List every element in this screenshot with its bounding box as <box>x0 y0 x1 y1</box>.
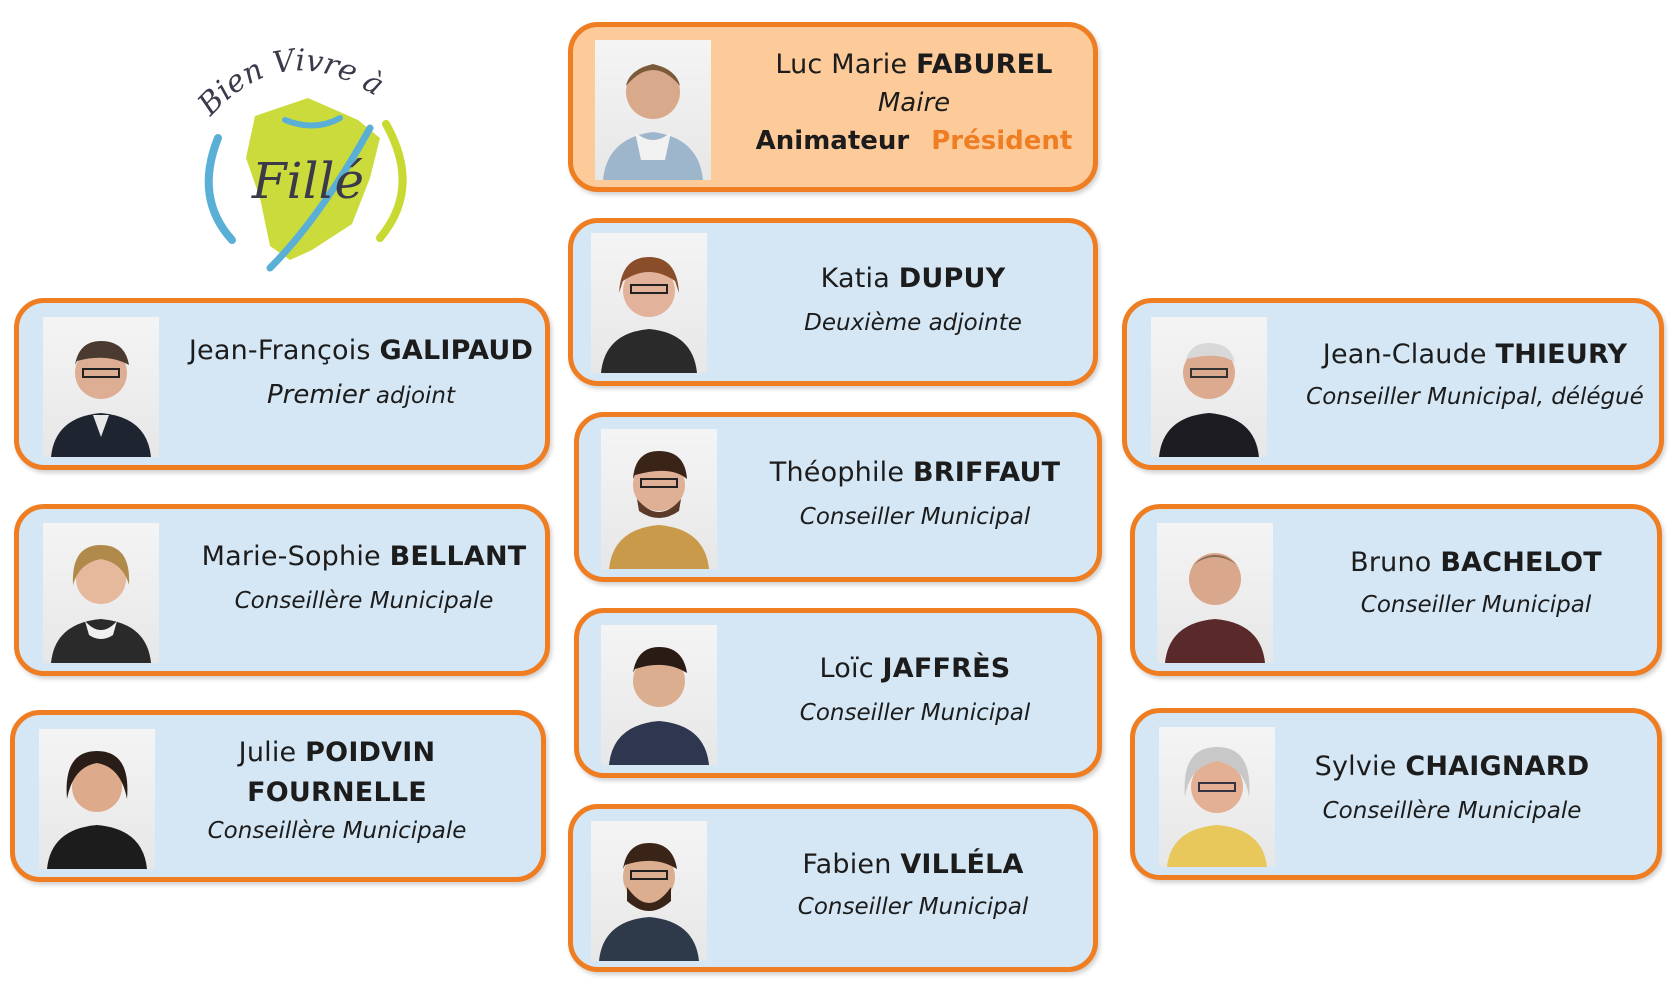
person-photo <box>591 821 707 961</box>
member-role: Conseiller Municipal <box>799 504 1031 530</box>
logo-main-text: Fillé <box>251 152 364 210</box>
member-first-name: Jean-François <box>188 335 371 366</box>
member-role: Conseiller Municipal <box>1360 592 1592 618</box>
logo-graphic: Bien Vivre à Fillé <box>191 43 407 272</box>
member-text: Théophile BRIFFAUT Conseiller Municipal <box>745 453 1085 535</box>
member-text: Jean-Claude THIEURY Conseiller Municipal… <box>1291 335 1659 415</box>
member-name: Théophile BRIFFAUT <box>745 453 1085 493</box>
member-first-name: Sylvie <box>1314 751 1397 782</box>
member-text: Jean-François GALIPAUD Premier adjoint <box>175 331 547 414</box>
member-name: Julie POIDVIN <box>165 733 509 773</box>
member-role-rest: adjoint <box>375 383 456 409</box>
person-photo <box>601 625 717 765</box>
member-card: Sylvie CHAIGNARD Conseillère Municipale <box>1130 708 1662 880</box>
mayor-first-name: Luc Marie <box>775 49 908 80</box>
person-photo-icon <box>1165 553 1265 663</box>
member-role: Deuxième adjointe <box>804 310 1022 336</box>
member-role: Premier adjoint <box>175 377 547 414</box>
member-text: Sylvie CHAIGNARD Conseillère Municipale <box>1275 747 1629 829</box>
member-first-name: Marie-Sophie <box>201 541 381 572</box>
person-photo <box>591 233 707 373</box>
member-text: Bruno BACHELOT Conseiller Municipal <box>1293 543 1659 623</box>
person-photo <box>1159 727 1275 867</box>
member-first-name: Loïc <box>819 653 874 684</box>
member-card: Marie-Sophie BELLANT Conseillère Municip… <box>14 504 550 676</box>
person-photo-icon <box>47 751 147 869</box>
person-photo-icon <box>609 451 709 569</box>
member-surname: VILLÉLA <box>900 849 1024 880</box>
person-photo <box>1151 317 1267 457</box>
member-surname: BRIFFAUT <box>912 457 1061 488</box>
member-first-name: Julie <box>238 737 297 768</box>
mayor-tags: Animateur Président <box>749 121 1079 161</box>
member-card: Jean-François GALIPAUD Premier adjoint <box>14 298 550 470</box>
member-text: Loïc JAFFRÈS Conseiller Municipal <box>745 649 1085 731</box>
member-card: Julie POIDVIN FOURNELLE Conseillère Muni… <box>10 710 546 882</box>
person-photo <box>43 523 159 663</box>
member-surname: BELLANT <box>389 541 527 572</box>
person-photo-icon <box>1159 343 1259 457</box>
mayor-card: Luc Marie FABUREL Maire Animateur Préside… <box>568 22 1098 192</box>
person-photo-icon <box>603 64 703 180</box>
member-name: Sylvie CHAIGNARD <box>1275 747 1629 787</box>
member-card: Fabien VILLÉLA Conseiller Municipal <box>568 804 1098 972</box>
member-first-name: Jean-Claude <box>1322 339 1487 370</box>
member-card: Jean-Claude THIEURY Conseiller Municipal… <box>1122 298 1664 470</box>
member-role: Conseillère Municipale <box>1322 798 1582 824</box>
member-card: Bruno BACHELOT Conseiller Municipal <box>1130 504 1662 676</box>
member-name: Jean-François GALIPAUD <box>175 331 547 371</box>
mayor-name: Luc Marie FABUREL <box>749 45 1079 85</box>
member-role: Conseiller Municipal <box>799 700 1031 726</box>
member-surname: GALIPAUD <box>379 335 534 366</box>
member-card: Théophile BRIFFAUT Conseiller Municipal <box>574 412 1102 582</box>
member-role: Conseillère Municipale <box>234 588 494 614</box>
person-photo <box>595 40 711 180</box>
member-name: Bruno BACHELOT <box>1293 543 1659 583</box>
member-first-name: Fabien <box>802 849 892 880</box>
member-text: Fabien VILLÉLA Conseiller Municipal <box>743 845 1083 925</box>
mayor-surname: FABUREL <box>916 49 1053 80</box>
member-surname: THIEURY <box>1495 339 1628 370</box>
person-photo-icon <box>601 257 697 373</box>
member-text: Katia DUPUY Deuxième adjointe <box>743 259 1083 341</box>
member-name: Marie-Sophie BELLANT <box>179 537 549 577</box>
member-surname-line2: FOURNELLE <box>247 777 427 808</box>
member-name: Katia DUPUY <box>743 259 1083 299</box>
member-role: Conseiller Municipal, délégué <box>1306 384 1644 410</box>
member-text: Marie-Sophie BELLANT Conseillère Municip… <box>179 537 549 619</box>
member-name: Jean-Claude THIEURY <box>1291 335 1659 375</box>
person-photo <box>39 729 155 869</box>
member-first-name: Katia <box>820 263 890 294</box>
member-first-name: Théophile <box>769 457 905 488</box>
member-name: Fabien VILLÉLA <box>743 845 1083 885</box>
mayor-role: Maire <box>877 88 951 118</box>
member-card: Katia DUPUY Deuxième adjointe <box>568 218 1098 386</box>
member-role: Conseiller Municipal <box>797 894 1029 920</box>
person-photo <box>43 317 159 457</box>
member-surname: CHAIGNARD <box>1405 751 1590 782</box>
tag-animateur: Animateur <box>755 126 910 156</box>
member-role: Conseillère Municipale <box>207 818 467 844</box>
member-name: Loïc JAFFRÈS <box>745 649 1085 689</box>
person-photo-icon <box>51 341 151 457</box>
mayor-text: Luc Marie FABUREL Maire Animateur Préside… <box>749 45 1079 161</box>
person-photo-icon <box>599 843 699 961</box>
person-photo <box>601 429 717 569</box>
member-text: Julie POIDVIN FOURNELLE Conseillère Muni… <box>165 733 509 849</box>
member-role-main: Premier <box>266 380 369 410</box>
member-card: Loïc JAFFRÈS Conseiller Municipal <box>574 608 1102 778</box>
member-surname: BACHELOT <box>1440 547 1602 578</box>
member-first-name: Bruno <box>1350 547 1432 578</box>
tag-president: Président <box>931 126 1073 156</box>
member-surname: JAFFRÈS <box>882 653 1011 684</box>
person-photo <box>1157 523 1273 663</box>
person-photo-icon <box>1167 747 1267 867</box>
bien-vivre-a-fille-logo: Bien Vivre à Fillé <box>180 28 430 278</box>
person-photo-icon <box>609 647 709 765</box>
member-surname: POIDVIN <box>305 737 436 768</box>
member-surname: DUPUY <box>898 263 1006 294</box>
person-photo-icon <box>51 545 151 663</box>
